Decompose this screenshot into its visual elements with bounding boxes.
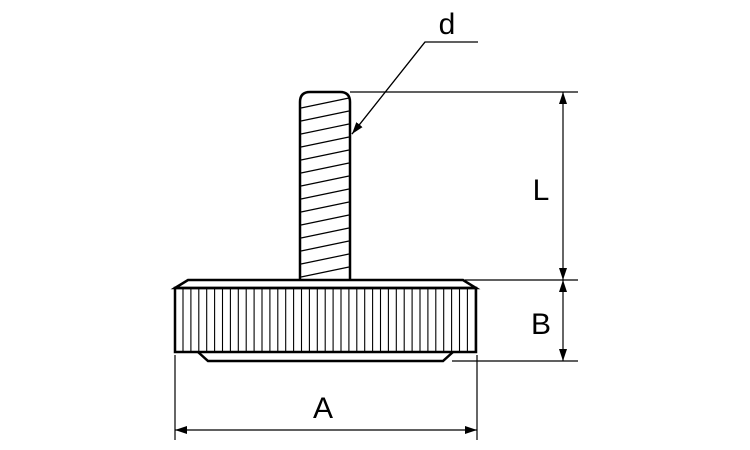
thread-line xyxy=(300,240,350,252)
thread-line xyxy=(300,188,350,200)
thread-line xyxy=(300,175,350,187)
thread-line xyxy=(300,214,350,226)
thread-line xyxy=(300,110,350,122)
thread-line xyxy=(300,266,350,278)
thread-line xyxy=(300,227,350,239)
thread-line xyxy=(300,162,350,174)
thread-line xyxy=(300,149,350,161)
leader-d xyxy=(351,41,478,135)
thread-line xyxy=(300,123,350,135)
thread-line xyxy=(300,97,350,109)
label-B: B xyxy=(531,308,551,341)
thread-line xyxy=(300,136,350,148)
knurled-head xyxy=(170,278,481,363)
label-L: L xyxy=(533,174,550,207)
thread-line xyxy=(300,201,350,213)
dimension-lines xyxy=(174,41,578,440)
threaded-shaft xyxy=(298,90,352,280)
label-A: A xyxy=(313,392,333,425)
thread-line xyxy=(300,253,350,265)
label-d: d xyxy=(439,8,456,41)
